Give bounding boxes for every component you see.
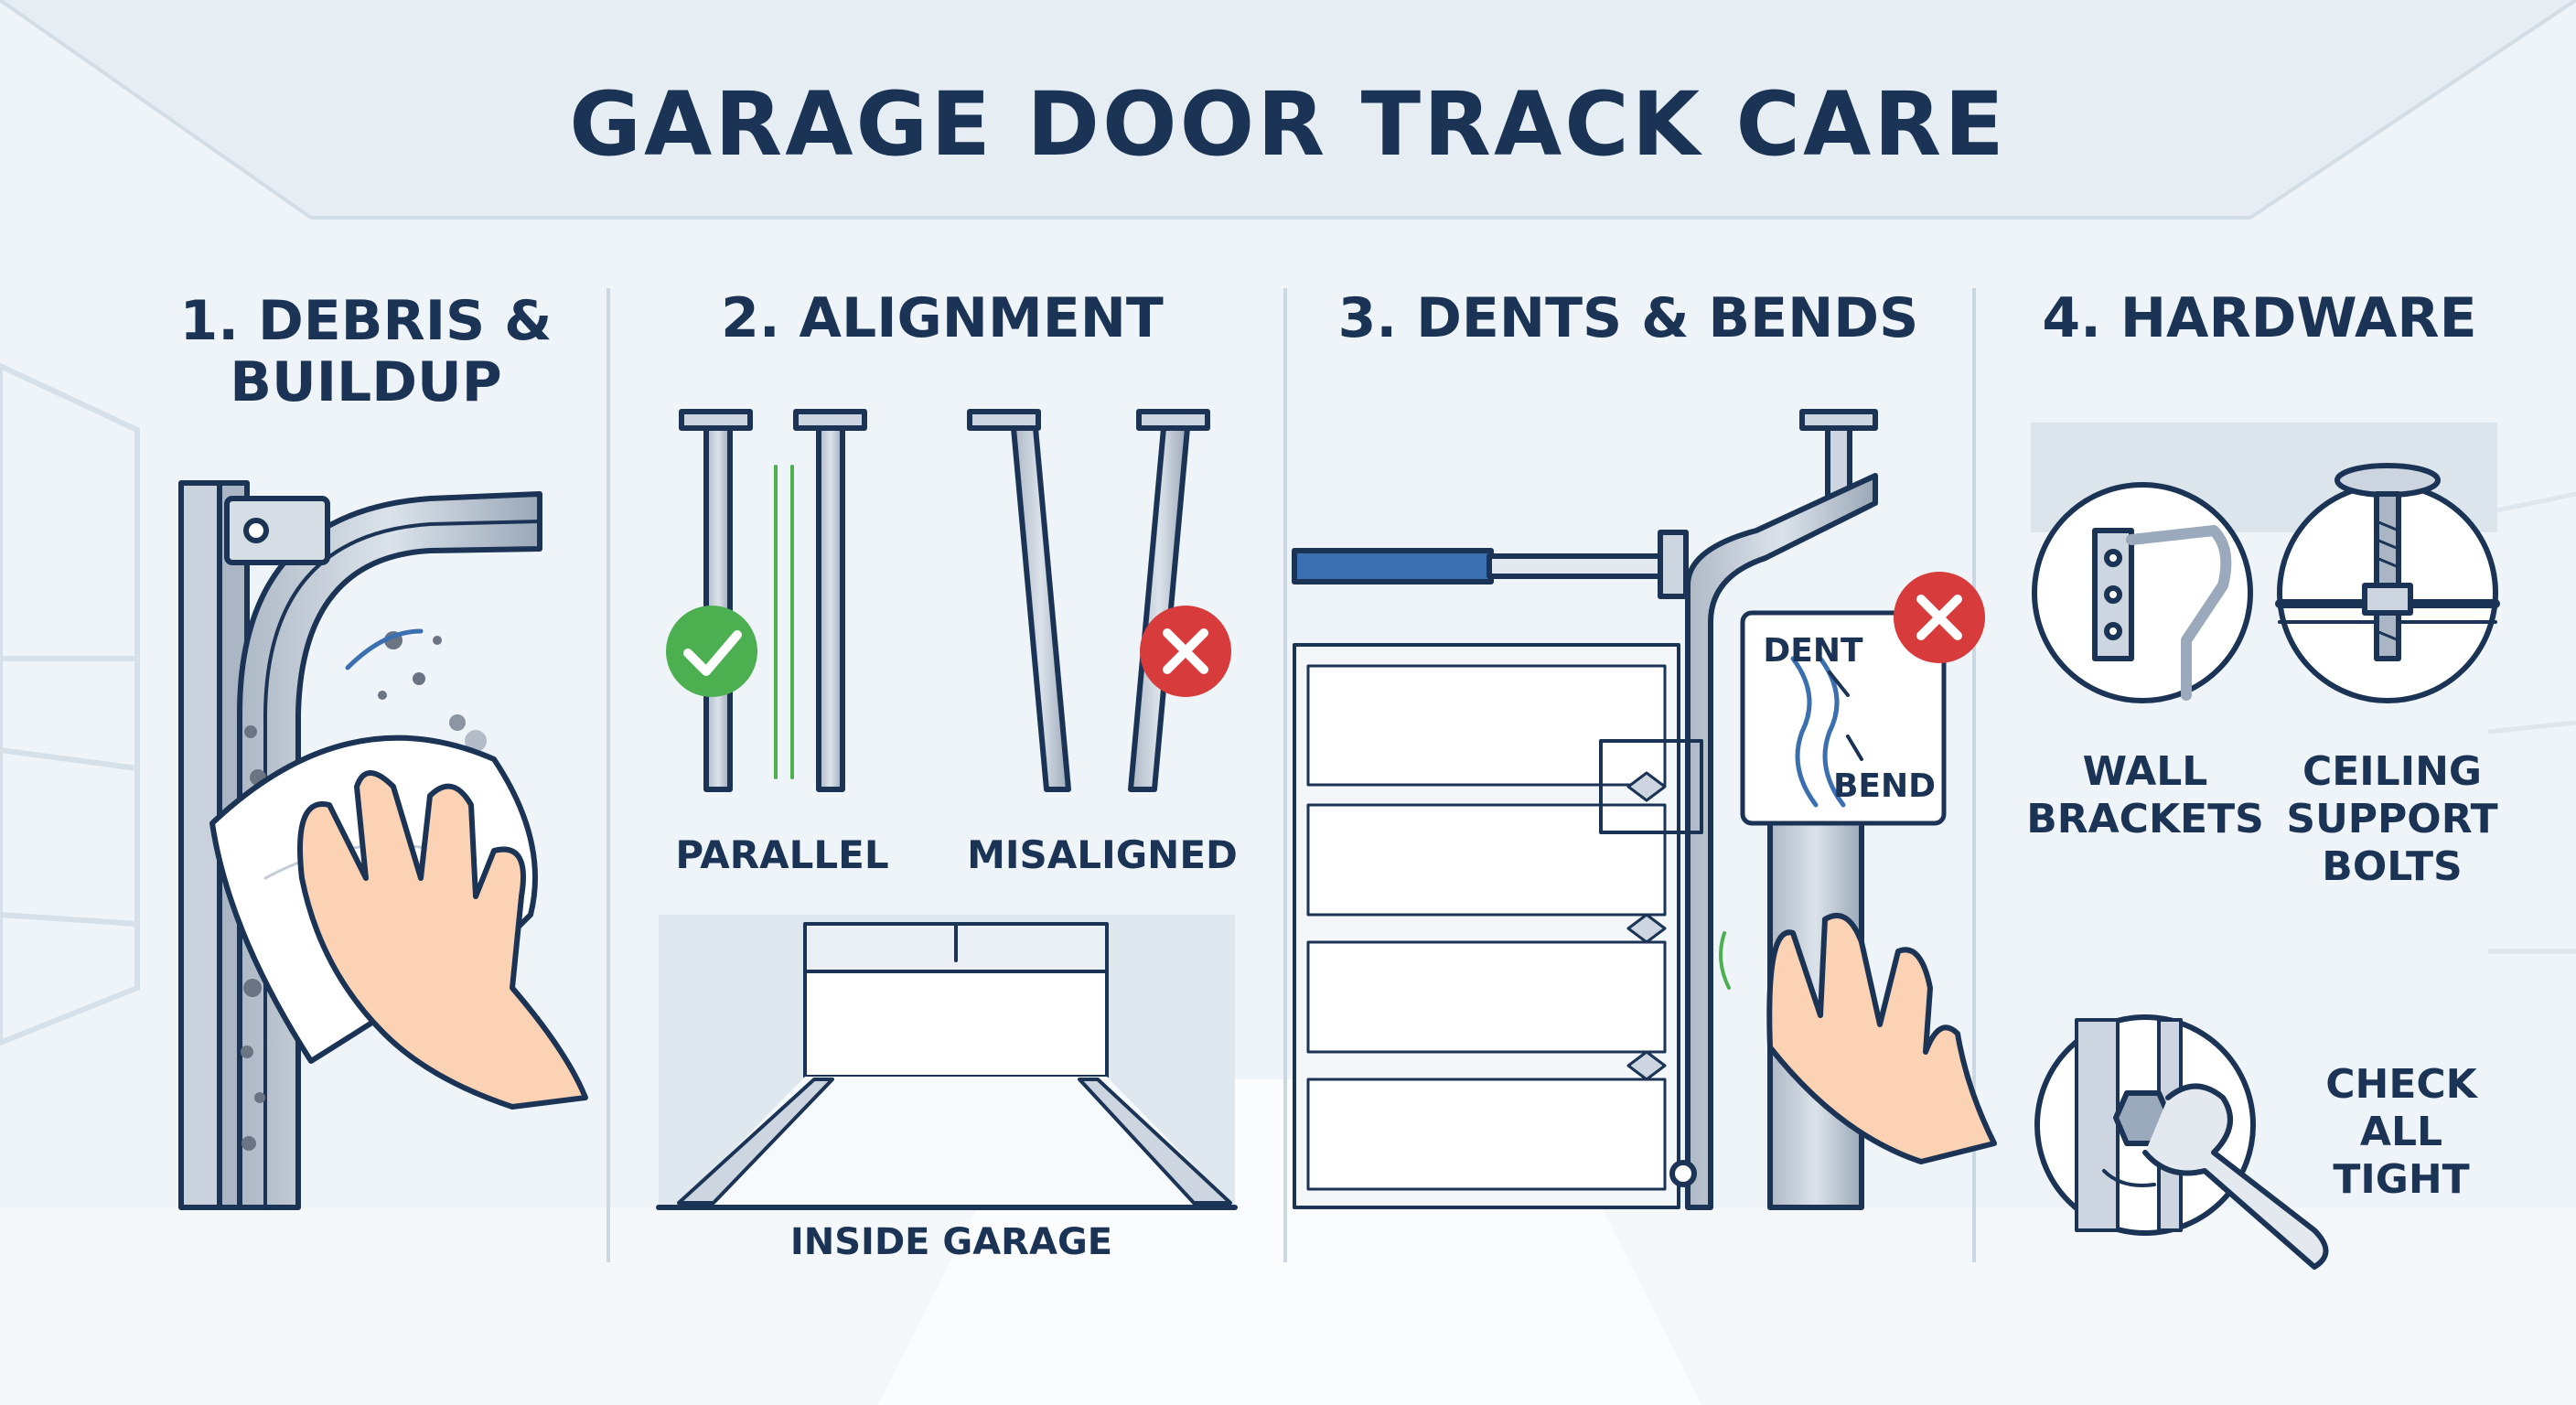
wall-bracket-icon xyxy=(224,496,330,565)
parallel-tracks xyxy=(679,409,867,792)
garage-door-icon xyxy=(1293,643,1703,1209)
wrench-icon xyxy=(2034,1014,2329,1270)
check-circle-icon xyxy=(666,606,757,697)
inside-garage-scene xyxy=(656,915,1238,1210)
hand-icon xyxy=(1766,912,1997,1164)
misaligned-label: MISALIGNED xyxy=(967,832,1238,877)
bend-label: BEND xyxy=(1832,767,1937,805)
parallel-label: PARALLEL xyxy=(675,832,889,877)
cross-circle-icon xyxy=(1140,606,1231,697)
wall-brackets-label: WALL BRACKETS xyxy=(2026,748,2264,842)
panel-heading-dents: 3. DENTS & BENDS xyxy=(1337,286,1919,350)
page-title: GARAGE DOOR TRACK CARE xyxy=(569,73,2007,176)
misaligned-tracks xyxy=(967,409,1210,792)
panel-1-art xyxy=(178,480,588,1210)
inside-garage-label: INSIDE GARAGE xyxy=(789,1221,1113,1263)
opener-rail xyxy=(1292,548,1494,585)
hand-icon xyxy=(297,770,588,1110)
panel-heading-debris: 1. DEBRIS & BUILDUP xyxy=(179,289,553,415)
curved-track-icon xyxy=(237,491,542,1210)
panel-3-art xyxy=(1292,409,1997,1210)
panel-heading-alignment: 2. ALIGNMENT xyxy=(721,286,1164,350)
check-all-tight-label: CHECK ALL TIGHT xyxy=(2325,1061,2477,1203)
ceiling-support-bolts-label: CEILING SUPPORT BOLTS xyxy=(2286,748,2498,890)
debris-particles-icon xyxy=(240,631,487,1151)
panel-4-art xyxy=(2031,423,2500,1270)
ceiling-bolt-icon xyxy=(2275,463,2500,703)
panel-heading-hardware: 4. HARDWARE xyxy=(2042,286,2477,350)
cross-circle-icon xyxy=(1894,572,1985,663)
dent-label: DENT xyxy=(1763,632,1863,670)
wall-bracket-icon xyxy=(2032,482,2253,703)
dent-callout xyxy=(1740,610,1947,826)
panel-2-art xyxy=(656,409,1238,1210)
